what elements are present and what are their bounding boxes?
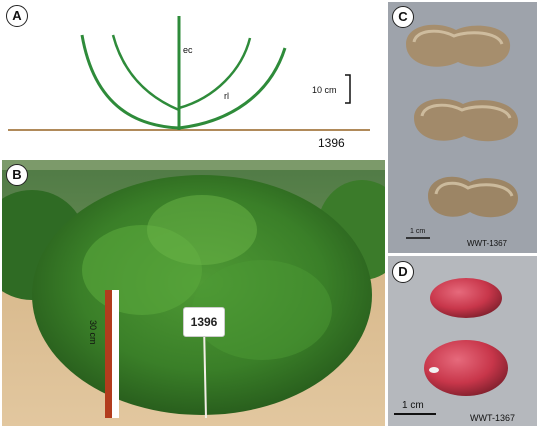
panel-label-b: B [6, 164, 28, 186]
panel-d-seeds: D 1 cm WWT-1367 [388, 256, 537, 426]
panel-c-pods: C 1 cm WWT-1367 [388, 2, 537, 253]
scale-label-c: 1 cm [410, 228, 426, 235]
panel-b-photo: 30 cm 1396 B [2, 160, 385, 426]
ruler-label: 30 cm [88, 320, 98, 345]
pods-photo [406, 24, 519, 239]
inner-right-branch [178, 37, 252, 110]
plot-tag: 1396 [183, 307, 225, 337]
axis-label-ec: ec [183, 45, 193, 55]
branch-label-rl: rl [224, 91, 229, 101]
accession-number: 1396 [318, 136, 345, 150]
panel-a-diagram: A ec rl 10 cm 1396 [0, 0, 385, 160]
accession-d: WWT-1367 [470, 413, 516, 423]
panel-label-c: C [392, 6, 414, 28]
scale-bar [345, 74, 351, 104]
panel-label-d: D [392, 261, 414, 283]
architecture-drawing [8, 16, 370, 131]
pod-3 [428, 176, 518, 218]
seed-2 [424, 340, 508, 396]
scale-label-d: 1 cm [402, 400, 424, 411]
seeds-photo [394, 278, 508, 415]
outer-left-branch [80, 34, 180, 130]
accession-c: WWT-1367 [467, 239, 508, 248]
tag-stake [203, 324, 207, 419]
pod-2 [414, 98, 519, 142]
seed-1 [430, 278, 502, 318]
outer-right-branch [178, 47, 287, 130]
scale-label: 10 cm [312, 85, 337, 95]
pod-1 [406, 24, 511, 67]
field-photo [2, 160, 385, 426]
inner-left-branch [111, 34, 180, 112]
panel-label-a: A [6, 5, 28, 27]
